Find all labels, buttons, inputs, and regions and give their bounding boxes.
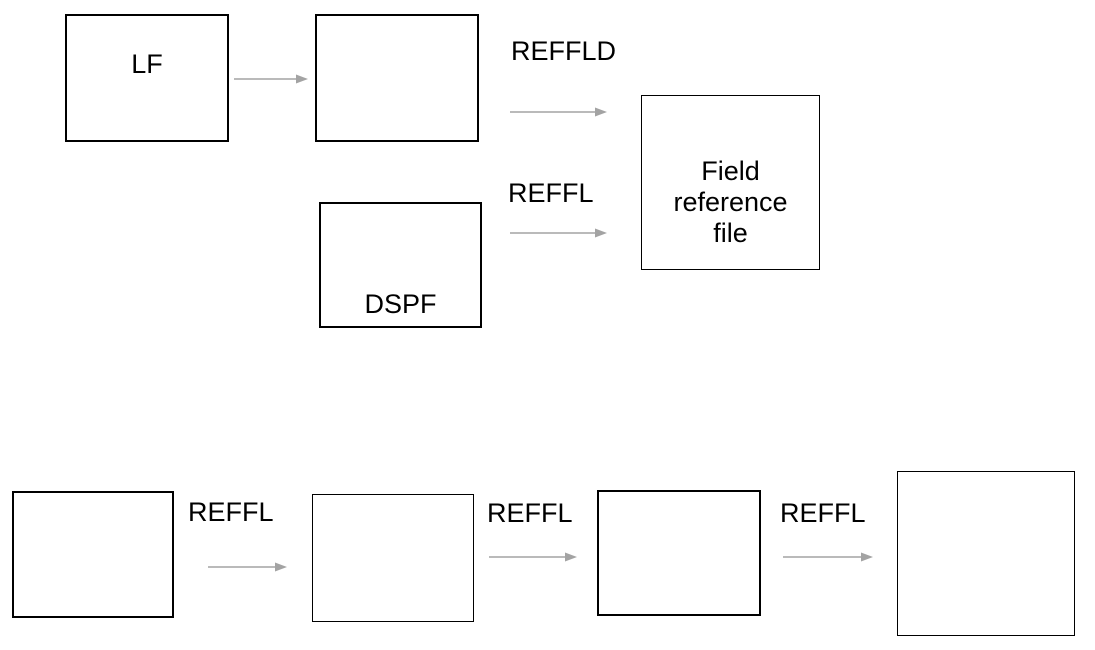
reffl-label-bottom-2: REFFL — [487, 498, 573, 528]
reffl-label-bottom-3: REFFL — [780, 498, 866, 528]
reffl-label-top: REFFL — [508, 178, 594, 208]
lf-box: LF — [65, 14, 229, 142]
arrow-bottom-1 — [208, 562, 287, 572]
arrow-reffld-to-field-reference — [510, 107, 607, 117]
arrow-reffl-to-field-reference — [510, 228, 607, 238]
reffl-label-bottom-1: REFFL — [188, 497, 274, 527]
field-reference-file-label: Field reference file — [673, 156, 788, 248]
empty-box-top — [315, 14, 479, 142]
arrow-bottom-2 — [489, 552, 577, 562]
empty-box-bottom-3 — [597, 490, 761, 616]
dspf-box-label: DSPF — [364, 289, 437, 320]
lf-box-label: LF — [131, 49, 163, 79]
arrow-bottom-3 — [783, 552, 873, 562]
empty-box-bottom-2 — [312, 494, 474, 622]
empty-box-bottom-1 — [12, 491, 174, 618]
empty-box-bottom-4 — [897, 471, 1075, 636]
arrow-lf-to-empty-box — [234, 74, 308, 84]
field-reference-file-box: Field reference file — [641, 95, 820, 270]
dspf-box: DSPF — [319, 202, 482, 328]
reffld-label: REFFLD — [511, 36, 617, 66]
